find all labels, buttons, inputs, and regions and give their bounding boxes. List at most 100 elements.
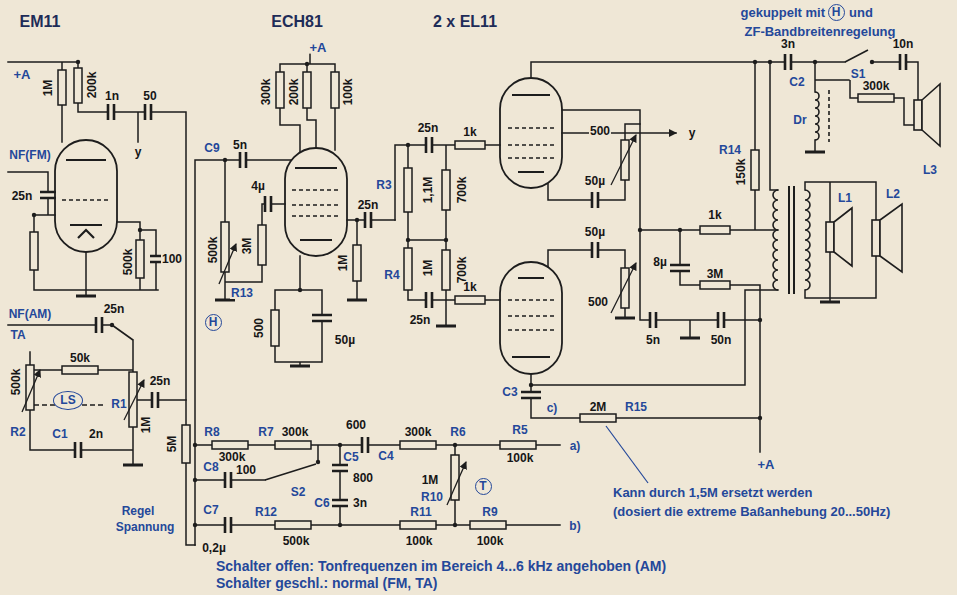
- speaker-symbol: [834, 208, 852, 266]
- node-text: H: [209, 316, 218, 328]
- annotation-label: R12: [254, 506, 278, 518]
- junction-dot: [193, 443, 197, 447]
- potentiometer-arrow: [611, 135, 636, 185]
- capacitor-symbol: [240, 152, 371, 321]
- value-label: 5n: [232, 139, 248, 151]
- value-label: 200k: [86, 71, 98, 100]
- value-label: 10n: [892, 38, 915, 50]
- wire: [805, 182, 876, 302]
- resistor-symbol: [470, 521, 506, 529]
- annotation-label: R1: [110, 398, 127, 410]
- junction-dot: [768, 60, 772, 64]
- annotation-label: L3: [922, 164, 938, 176]
- value-label: 100k: [405, 535, 434, 547]
- capacitor-symbol: [426, 137, 598, 308]
- junction-dot: [298, 288, 302, 292]
- value-label: 1k: [462, 281, 477, 293]
- wire: [640, 62, 778, 452]
- wire: [8, 54, 918, 545]
- value-label: 300k: [404, 426, 433, 438]
- speaker-symbol: [922, 84, 940, 146]
- speaker-symbol: [826, 84, 940, 272]
- junction-dot: [338, 443, 342, 447]
- circled-letter: T: [475, 478, 492, 495]
- resistor-symbol: [500, 441, 536, 449]
- value-label: 1k: [707, 209, 722, 221]
- value-label: 500: [253, 317, 265, 339]
- resistor-symbol: [621, 268, 629, 308]
- annotation-label: c): [546, 402, 559, 414]
- circled-letter: H: [828, 4, 845, 21]
- resistor-symbol: [275, 441, 311, 449]
- value-label: 0,2µ: [201, 542, 227, 554]
- value-label: 600: [345, 419, 367, 431]
- junction-dot: [406, 238, 410, 242]
- junction-dot: [758, 416, 762, 420]
- value-label: 300k: [260, 78, 272, 107]
- value-label: 500: [587, 296, 609, 308]
- resistor-symbol: [276, 72, 284, 108]
- annotation-label: R2: [9, 426, 26, 438]
- annotation-label: Kann durch 1,5M ersetzt werden: [612, 486, 813, 499]
- circled-label-oval: LS: [53, 391, 82, 410]
- inductor-symbol: [773, 190, 778, 290]
- wire: [562, 132, 676, 134]
- tube-name: ECH81: [270, 14, 324, 30]
- junction-dot: [453, 443, 457, 447]
- junction-dot: [76, 60, 80, 64]
- wire: [8, 62, 195, 545]
- value-label: 5n: [645, 334, 661, 346]
- annotation-label: +A: [309, 41, 328, 54]
- value-label: 100: [235, 464, 257, 476]
- wire: [280, 54, 335, 152]
- value-label: y: [688, 127, 697, 139]
- value-label: 1,1M: [422, 176, 434, 205]
- junction-dot: [316, 460, 320, 464]
- value-label: 150k: [735, 158, 747, 187]
- annotation-label: C8: [202, 461, 219, 473]
- value-label: 500k: [122, 248, 134, 277]
- value-label: 700k: [456, 176, 468, 205]
- resistor-symbol: [258, 225, 266, 265]
- junction-dot: [406, 143, 410, 147]
- value-label: 300k: [218, 451, 247, 463]
- speaker-symbol: [826, 222, 834, 252]
- value-label: 100k: [506, 452, 535, 464]
- speaker-symbol: [872, 220, 880, 256]
- inductor-symbol: [805, 190, 810, 290]
- value-label: 1M: [422, 259, 434, 278]
- annotation-label: L1: [837, 192, 853, 204]
- resistor-symbol: [331, 72, 339, 108]
- switch-symbol: [112, 50, 868, 480]
- value-label: 2n: [88, 428, 104, 440]
- value-label: 3n: [352, 497, 368, 509]
- resistor-symbol: [129, 372, 137, 427]
- resistor-symbol: [182, 425, 190, 463]
- wire: [562, 110, 760, 338]
- annotation-label: C2: [788, 76, 805, 88]
- value-label: 300k: [281, 426, 310, 438]
- junction-dot: [758, 318, 762, 322]
- wire: [275, 220, 395, 366]
- value-label: 1M: [421, 474, 440, 486]
- tube-symbol: [66, 95, 550, 357]
- node-text: LS: [60, 394, 75, 406]
- capacitor-symbol: [521, 54, 906, 398]
- junction-dot: [453, 523, 457, 527]
- junction-dot: [678, 228, 682, 232]
- potentiometer-arrow: [22, 370, 40, 412]
- tube-symbol: [62, 128, 554, 330]
- resistor-symbol: [580, 414, 616, 422]
- junction-dot: [753, 60, 757, 64]
- junction-dot: [813, 60, 817, 64]
- annotation-label: R6: [449, 426, 466, 438]
- annotation-label: C1: [51, 428, 68, 440]
- capacitor-symbol: [75, 317, 158, 458]
- resistor-symbol: [30, 232, 38, 270]
- annotation-label: R4: [383, 269, 400, 281]
- resistor-symbol: [455, 296, 485, 304]
- annotation-label: gekuppelt mit: [739, 6, 826, 19]
- potentiometer-arrow: [611, 263, 636, 313]
- resistor-symbol: [442, 170, 450, 210]
- value-label: 25n: [417, 122, 440, 134]
